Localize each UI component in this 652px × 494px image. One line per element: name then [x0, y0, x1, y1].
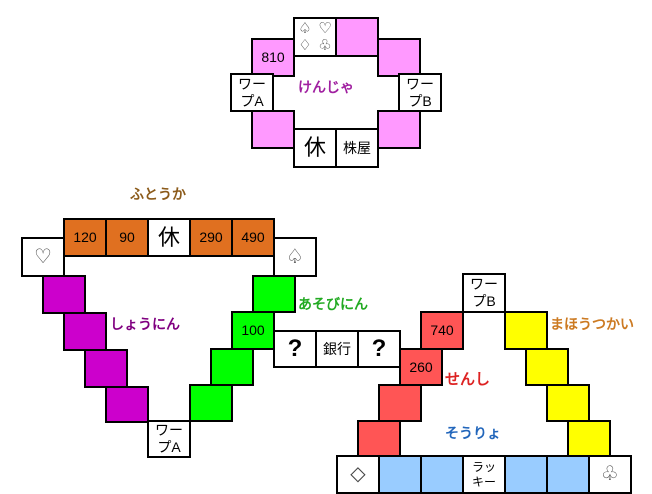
property-cell-futouka-290[interactable]: 290: [189, 218, 233, 257]
cell-label: 休: [157, 224, 180, 250]
club-icon: ♧: [601, 463, 619, 485]
property-cell-mahoutsukai[interactable]: [546, 384, 590, 422]
cell-value: 260: [409, 358, 433, 375]
rest-cell-middle[interactable]: 休: [147, 218, 191, 257]
cell-value: 490: [241, 229, 265, 246]
property-cell-kenja[interactable]: [377, 38, 421, 77]
property-cell-asobinin[interactable]: [189, 384, 233, 422]
cell-label: ワー プB: [470, 276, 498, 309]
property-cell-kenja[interactable]: [251, 110, 295, 149]
club-suit-cell[interactable]: ♧: [588, 455, 632, 494]
heart-icon: ♡: [34, 245, 52, 268]
property-cell-souryo[interactable]: [420, 455, 464, 494]
property-cell-kenja-810[interactable]: 810: [251, 38, 295, 77]
bank-cell[interactable]: 銀行: [315, 330, 359, 368]
cell-value: 90: [119, 229, 135, 246]
property-cell-shounin[interactable]: [105, 386, 149, 423]
cell-label: ラッ キー: [471, 459, 496, 489]
area-label-souryo: そうりょ: [445, 425, 501, 441]
property-cell-shounin[interactable]: [84, 349, 128, 388]
rest-cell-top[interactable]: 休: [293, 128, 337, 168]
property-cell-asobinin[interactable]: [210, 348, 254, 386]
cell-value: 100: [241, 322, 265, 339]
property-cell-asobinin[interactable]: [252, 275, 296, 313]
heart-icon: ♡: [318, 19, 332, 37]
diamond-suit-cell[interactable]: ◇: [336, 455, 380, 494]
cell-label: 銀行: [323, 340, 351, 357]
heart-suit-cell[interactable]: ♡: [21, 237, 65, 277]
question-mark-icon: ?: [371, 335, 387, 363]
lucky-cell[interactable]: ラッ キー: [462, 455, 506, 494]
cell-label: 休: [303, 135, 326, 161]
property-cell-souryo[interactable]: [546, 455, 590, 494]
property-cell-kenja[interactable]: [377, 110, 421, 149]
property-cell-futouka-120[interactable]: 120: [63, 218, 107, 257]
spade-icon: ♤: [286, 245, 304, 268]
property-cell-senshi-260[interactable]: 260: [399, 348, 443, 386]
cell-label: ワー プB: [406, 75, 434, 109]
cell-label: ワー プA: [155, 422, 183, 455]
property-cell-futouka-490[interactable]: 490: [231, 218, 275, 257]
area-label-mahoutsukai: まほうつかい: [550, 316, 634, 332]
spade-suit-cell[interactable]: ♤: [273, 237, 317, 277]
property-cell-asobinin-100[interactable]: 100: [231, 311, 275, 350]
suits-group: ♤ ♡ ♢ ♧: [295, 20, 335, 55]
warp-b-cell-top[interactable]: ワー プB: [398, 73, 442, 112]
area-label-futouka: ふとうか: [130, 186, 186, 202]
chance-cell-left[interactable]: ?: [273, 330, 317, 368]
stock-shop-cell[interactable]: 株屋: [335, 128, 379, 168]
property-cell-souryo[interactable]: [378, 455, 422, 494]
area-label-kenja: けんじゃ: [298, 79, 354, 95]
property-cell-shounin[interactable]: [63, 312, 107, 351]
property-cell-mahoutsukai[interactable]: [504, 311, 548, 350]
club-icon: ♧: [318, 37, 332, 54]
property-cell-senshi[interactable]: [378, 384, 422, 422]
property-cell-mahoutsukai[interactable]: [525, 348, 569, 386]
property-cell-senshi[interactable]: [357, 420, 401, 457]
property-cell-mahoutsukai[interactable]: [567, 420, 611, 457]
property-cell-kenja[interactable]: [335, 17, 379, 57]
spade-icon: ♤: [298, 19, 312, 37]
cell-label: 株屋: [343, 139, 371, 156]
property-cell-senshi-740[interactable]: 740: [420, 311, 464, 350]
area-label-senshi: せんし: [445, 371, 491, 388]
warp-b-cell-bottom[interactable]: ワー プB: [462, 273, 506, 313]
cell-value: 740: [430, 322, 454, 339]
warp-a-cell-bottom[interactable]: ワー プA: [147, 420, 191, 458]
warp-a-cell-top[interactable]: ワー プA: [230, 73, 274, 112]
property-cell-souryo[interactable]: [504, 455, 548, 494]
area-label-shounin: しょうにん: [110, 316, 180, 332]
area-label-asobinin: あそびにん: [298, 296, 368, 312]
chance-cell-right[interactable]: ?: [357, 330, 401, 368]
diamond-icon: ♢: [298, 37, 312, 54]
question-mark-icon: ?: [287, 335, 303, 363]
suit-cell-all[interactable]: ♤ ♡ ♢ ♧: [293, 17, 337, 57]
cell-value: 810: [261, 49, 285, 66]
cell-value: 120: [73, 229, 97, 246]
property-cell-shounin[interactable]: [42, 275, 86, 314]
cell-value: 290: [199, 229, 223, 246]
property-cell-futouka-90[interactable]: 90: [105, 218, 149, 257]
cell-label: ワー プA: [238, 75, 266, 109]
diamond-icon: ◇: [350, 463, 366, 485]
